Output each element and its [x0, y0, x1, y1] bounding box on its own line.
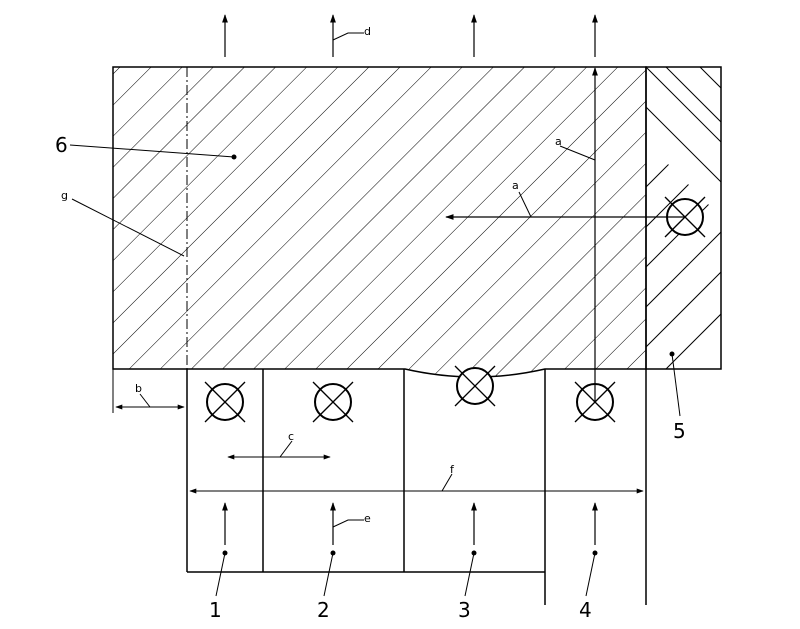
dimension-b	[112, 369, 185, 413]
bottom-arrows	[222, 502, 598, 545]
part-5-hatch-lower	[646, 142, 721, 369]
label-part-4: 4	[579, 598, 592, 622]
letter-leaders	[71, 32, 596, 528]
label-b: b	[135, 382, 142, 395]
label-g: g	[61, 189, 68, 202]
circle-symbol-1	[204, 381, 246, 423]
label-part-3: 3	[458, 598, 471, 622]
a-arrows	[445, 67, 685, 403]
label-part-1: 1	[209, 598, 222, 622]
lower-boxes	[186, 369, 647, 605]
top-arrows	[222, 14, 598, 57]
part-leaders	[69, 144, 681, 597]
label-part-6: 6	[55, 133, 68, 157]
label-part-5: 5	[673, 419, 686, 443]
circle-symbol-2	[312, 381, 354, 423]
circle-symbol-3	[454, 365, 496, 407]
label-f: f	[450, 463, 455, 476]
box-dots	[222, 550, 598, 556]
label-d: d	[364, 25, 371, 38]
label-part-2: 2	[317, 598, 330, 622]
part-leader-dots	[231, 154, 675, 357]
label-c: c	[288, 430, 294, 443]
label-a-vertical: a	[555, 135, 562, 148]
label-e: e	[364, 512, 371, 525]
part-5-hatch-upper	[646, 67, 721, 217]
part-6-block	[112, 66, 647, 378]
label-a-horizontal: a	[512, 179, 519, 192]
part-5-block	[645, 66, 722, 370]
